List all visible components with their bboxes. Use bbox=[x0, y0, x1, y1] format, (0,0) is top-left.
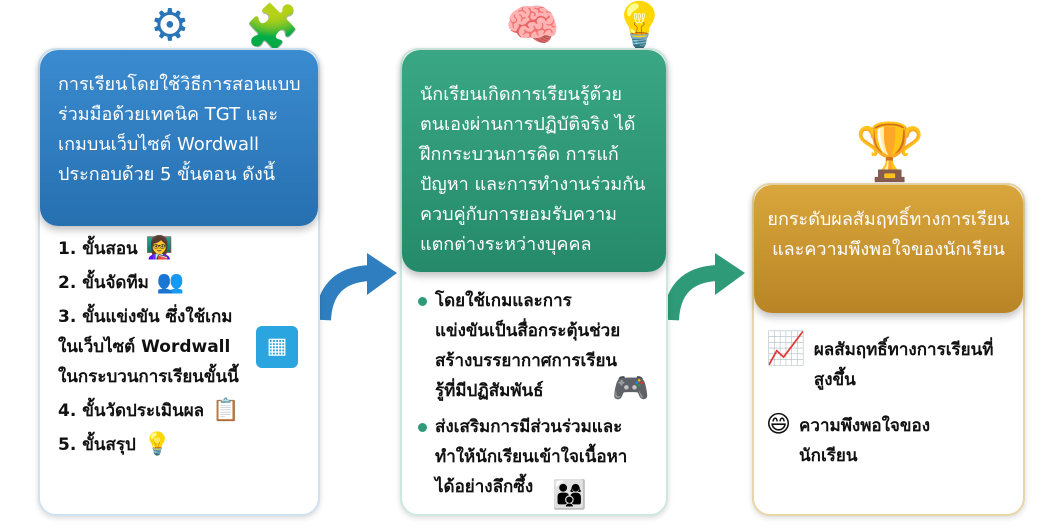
process-steps-card: การเรียนโดยใช้วิธีการสอนแบบร่วมมือด้วยเท… bbox=[38, 48, 320, 516]
lightbulb-icon: 💡 bbox=[143, 432, 172, 457]
result-achievement: ผลสัมฤทธิ์ทางการเรียนที่สูงขึ้น bbox=[813, 340, 994, 390]
wordwall-icon: ▦ bbox=[256, 326, 298, 368]
result-satisfaction: ความพึงพอใจของนักเรียน bbox=[799, 416, 931, 466]
bullet-1: โดยใช้เกมและการแข่งขันเป็นสื่อกระตุ้นช่ว… bbox=[435, 291, 621, 401]
arrow-right-green bbox=[665, 253, 745, 321]
process-header: การเรียนโดยใช้วิธีการสอนแบบร่วมมือด้วยเท… bbox=[40, 50, 318, 226]
learning-header: นักเรียนเกิดการเรียนรู้ด้วยตนเองผ่านการป… bbox=[402, 50, 666, 272]
puzzle-icon: 🧩 bbox=[245, 2, 300, 53]
clipboard-check-icon: 📋 bbox=[212, 398, 240, 423]
lightbulb-icon: 💡 bbox=[612, 0, 667, 51]
team-icon: 👥 bbox=[156, 270, 185, 295]
results-header: ยกระดับผลสัมฤทธิ์ทางการเรียนและความพึงพอ… bbox=[754, 185, 1023, 313]
teacher-icon: 👩‍🏫 bbox=[145, 236, 174, 261]
step-3: 3. ขั้นแข่งขัน ซึ่งใช้เกมในเว็บไซต์ Word… bbox=[58, 307, 239, 387]
trophy-growth-icon: 🏆 bbox=[855, 120, 925, 185]
learning-outcome-card: นักเรียนเกิดการเรียนรู้ด้วยตนเองผ่านการป… bbox=[400, 48, 668, 516]
results-card: ยกระดับผลสัมฤทธิ์ทางการเรียนและความพึงพอ… bbox=[752, 183, 1025, 516]
gear-icon: ⚙ bbox=[150, 0, 190, 51]
gamepad-icon: 🎮 bbox=[612, 371, 650, 406]
step-5: 5. ขั้นสรุป bbox=[58, 435, 136, 455]
brain-icon: 🧠 bbox=[505, 0, 560, 51]
step-2: 2. ขั้นจัดทีม bbox=[58, 273, 149, 293]
step-1: 1. ขั้นสอน bbox=[58, 239, 138, 259]
students-group-icon: 👨‍👩‍👦 bbox=[552, 478, 587, 511]
bullet-2: ส่งเสริมการมีส่วนร่วมและทำให้นักเรียนเข้… bbox=[435, 417, 628, 497]
arrow-right-blue bbox=[315, 253, 397, 321]
satisfied-faces-icon: 😄 bbox=[766, 410, 792, 438]
bar-chart-growth-icon: 📈 bbox=[766, 329, 806, 367]
bullet-dot bbox=[418, 423, 427, 432]
step-4: 4. ขั้นวัดประเมินผล bbox=[58, 401, 205, 421]
bullet-dot bbox=[418, 297, 427, 306]
